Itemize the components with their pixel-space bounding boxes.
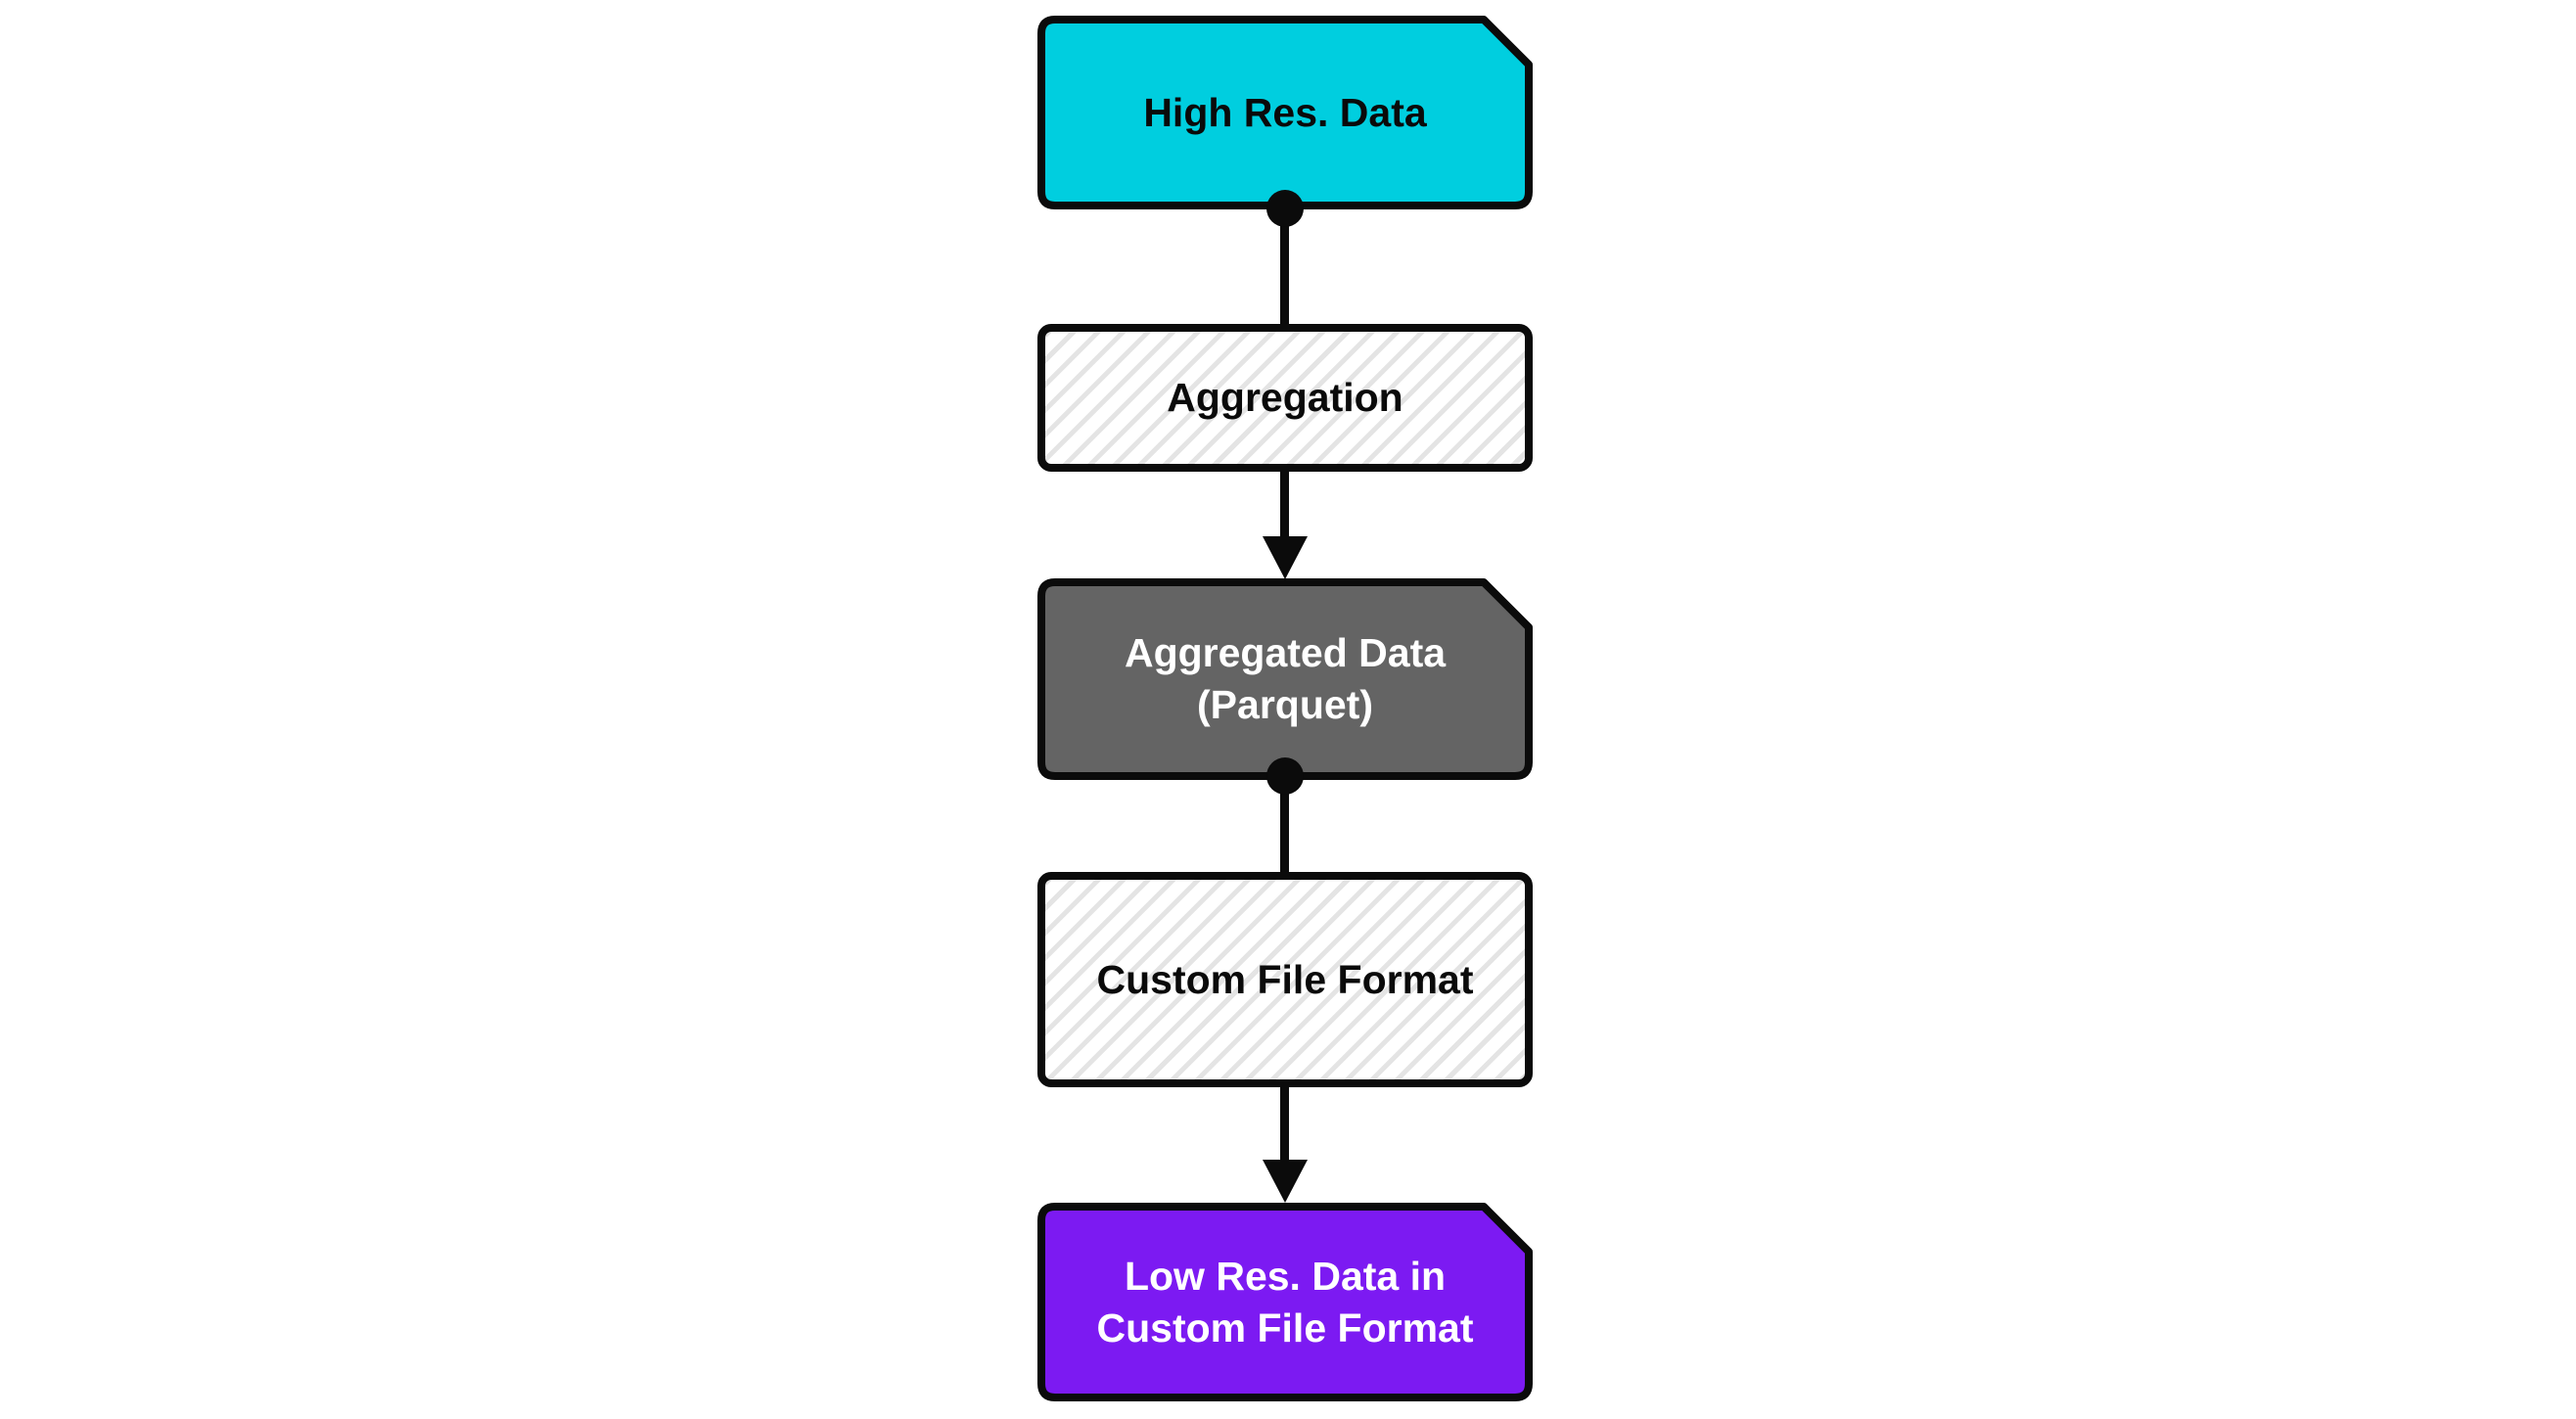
arrowhead-icon: [1263, 536, 1308, 579]
node-label: Custom File Format: [1096, 956, 1474, 1002]
node-aggregated-data-parquet: Aggregated Data (Parquet): [1037, 578, 1533, 780]
node-label: Low Res. Data in Custom File Format: [1096, 1253, 1474, 1350]
node-low-res-data-custom-format: Low Res. Data in Custom File Format: [1037, 1203, 1533, 1401]
folded-corner-shape: [1037, 16, 1533, 209]
circle-source-marker-icon: [1266, 190, 1304, 227]
node-label: Aggregation: [1167, 375, 1403, 420]
folded-corner-shape: [1037, 578, 1533, 780]
circle-source-marker-icon: [1266, 757, 1304, 795]
edge-line-customformat-to-lowres: [1280, 1081, 1289, 1162]
arrowhead-icon: [1263, 1160, 1308, 1203]
node-label: High Res. Data: [1143, 89, 1427, 135]
edge-line-highres-to-aggregation: [1280, 206, 1289, 331]
node-high-res-data: High Res. Data: [1037, 16, 1533, 209]
edge-line-aggregated-to-customformat: [1280, 773, 1289, 879]
folded-corner-shape: [1037, 1203, 1533, 1401]
node-aggregation: Aggregation: [1037, 324, 1533, 472]
node-label: Aggregated Data (Parquet): [1124, 630, 1447, 727]
edge-line-aggregation-to-aggregated: [1280, 466, 1289, 540]
node-custom-file-format: Custom File Format: [1037, 872, 1533, 1087]
